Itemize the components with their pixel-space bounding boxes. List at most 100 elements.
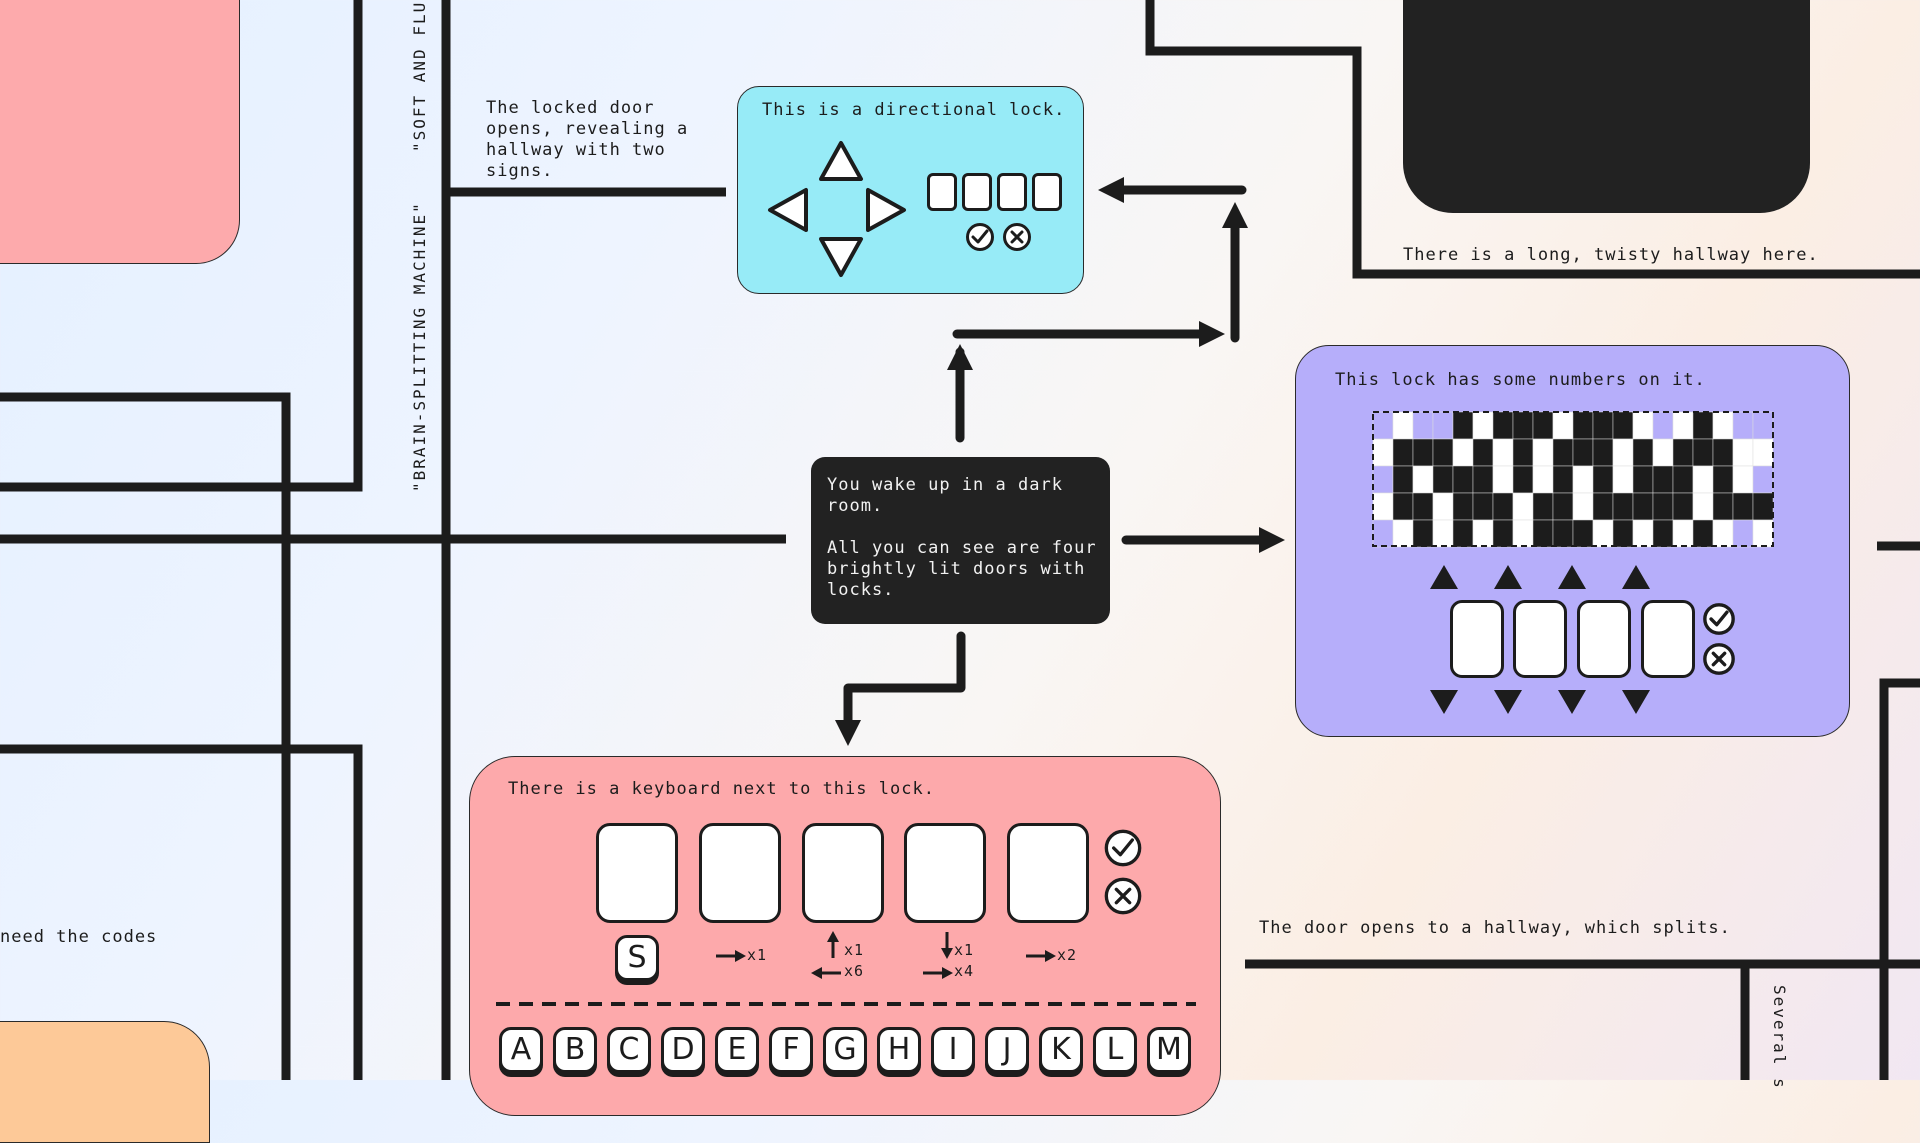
triangle-down-icon[interactable]: [1621, 689, 1651, 715]
grid-cell: [1472, 519, 1494, 548]
vertical-label-brain-splitting: "BRAIN-SPLITTING MACHINE": [410, 201, 429, 492]
grid-cell: [1712, 411, 1734, 440]
grid-cell: [1572, 519, 1594, 548]
grid-cell: [1532, 492, 1554, 521]
grid-cell: [1632, 411, 1654, 440]
grid-cell: [1552, 519, 1574, 548]
grid-cell: [1372, 411, 1394, 440]
orange-room-shape: [0, 1021, 210, 1143]
triangle-down-icon[interactable]: [1429, 689, 1459, 715]
grid-cell: [1412, 438, 1434, 467]
close-icon[interactable]: [1702, 642, 1736, 676]
letter-slot[interactable]: [596, 823, 678, 923]
keyboard-key-m[interactable]: M: [1147, 1027, 1191, 1073]
grid-cell: [1612, 492, 1634, 521]
grid-cell: [1392, 492, 1414, 521]
grid-cell: [1492, 411, 1514, 440]
pink-room-shape: [0, 0, 240, 264]
keyboard-key-f[interactable]: F: [769, 1027, 813, 1073]
grid-cell: [1452, 492, 1474, 521]
digit-slot[interactable]: [1513, 600, 1567, 678]
grid-cell: [1472, 492, 1494, 521]
keyboard-key-k[interactable]: K: [1039, 1027, 1083, 1073]
arrow-right-icon[interactable]: [864, 186, 908, 234]
letter-slot[interactable]: [802, 823, 884, 923]
grid-cell: [1392, 438, 1414, 467]
grid-cell: [1652, 411, 1674, 440]
close-icon[interactable]: [1002, 222, 1032, 252]
grid-cell: [1712, 465, 1734, 494]
triangle-up-icon[interactable]: [1493, 564, 1523, 590]
keyboard-key-l[interactable]: L: [1093, 1027, 1137, 1073]
grid-cell: [1712, 492, 1734, 521]
check-icon[interactable]: [1103, 828, 1143, 868]
keyboard-key-i[interactable]: I: [931, 1027, 975, 1073]
keyboard-key-h[interactable]: H: [877, 1027, 921, 1073]
map-corridors: [0, 0, 1920, 1080]
grid-cell: [1512, 438, 1534, 467]
arrow-left-icon[interactable]: [766, 186, 810, 234]
grid-cell: [1592, 438, 1614, 467]
grid-cell: [1492, 519, 1514, 548]
keyboard-key-a[interactable]: A: [499, 1027, 543, 1073]
grid-cell: [1692, 438, 1714, 467]
grid-cell: [1712, 519, 1734, 548]
grid-cell: [1652, 465, 1674, 494]
grid-cell: [1532, 519, 1554, 548]
letter-slot[interactable]: [1007, 823, 1089, 923]
grid-cell: [1752, 438, 1774, 467]
keyboard-key-b[interactable]: B: [553, 1027, 597, 1073]
twisty-hallway-text: There is a long, twisty hallway here.: [1403, 245, 1819, 265]
keyboard-lock-title: There is a keyboard next to this lock.: [508, 779, 935, 799]
digit-slot[interactable]: [1641, 600, 1695, 678]
triangle-down-icon[interactable]: [1493, 689, 1523, 715]
grid-cell: [1512, 519, 1534, 548]
number-lock-title: This lock has some numbers on it.: [1335, 370, 1706, 390]
grid-cell: [1672, 411, 1694, 440]
triangle-up-icon[interactable]: [1429, 564, 1459, 590]
hint-count: x2: [1057, 946, 1078, 964]
locked-door-text: The locked door opens, revealing a hallw…: [486, 98, 689, 181]
vertical-label-soft-and-fluffy: "SOFT AND FLUF: [410, 0, 429, 152]
check-icon[interactable]: [1702, 602, 1736, 636]
check-icon[interactable]: [965, 222, 995, 252]
arrow-down-icon: [941, 932, 953, 959]
grid-cell: [1392, 411, 1414, 440]
hint-key-s: S: [615, 935, 659, 981]
hint-count: x1: [747, 946, 768, 964]
keyboard-key-e[interactable]: E: [715, 1027, 759, 1073]
keyboard-key-d[interactable]: D: [661, 1027, 705, 1073]
direction-slot: [997, 173, 1027, 211]
grid-cell: [1452, 465, 1474, 494]
direction-slot: [1032, 173, 1062, 211]
directional-lock-title: This is a directional lock.: [762, 100, 1066, 120]
close-icon[interactable]: [1103, 876, 1143, 916]
grid-cell: [1672, 519, 1694, 548]
grid-cell: [1732, 411, 1754, 440]
arrow-down-icon[interactable]: [817, 235, 865, 279]
grid-cell: [1492, 438, 1514, 467]
start-room-node[interactable]: You wake up in a dark room. All you can …: [811, 457, 1110, 624]
letter-slot[interactable]: [699, 823, 781, 923]
keyboard-key-j[interactable]: J: [985, 1027, 1029, 1073]
triangle-up-icon[interactable]: [1557, 564, 1587, 590]
letter-slot[interactable]: [904, 823, 986, 923]
grid-cell: [1692, 519, 1714, 548]
grid-cell: [1572, 465, 1594, 494]
grid-cell: [1592, 411, 1614, 440]
grid-cell: [1692, 411, 1714, 440]
need-codes-text: need the codes: [0, 927, 158, 947]
arrow-up-icon[interactable]: [817, 139, 865, 183]
grid-cell: [1432, 465, 1454, 494]
arrow-left-icon: [811, 967, 841, 979]
pixel-number-grid: [1372, 411, 1774, 548]
digit-slot[interactable]: [1450, 600, 1504, 678]
grid-cell: [1632, 519, 1654, 548]
grid-cell: [1692, 492, 1714, 521]
keyboard-key-c[interactable]: C: [607, 1027, 651, 1073]
keyboard-key-g[interactable]: G: [823, 1027, 867, 1073]
digit-slot[interactable]: [1577, 600, 1631, 678]
triangle-up-icon[interactable]: [1621, 564, 1651, 590]
grid-cell: [1592, 519, 1614, 548]
triangle-down-icon[interactable]: [1557, 689, 1587, 715]
